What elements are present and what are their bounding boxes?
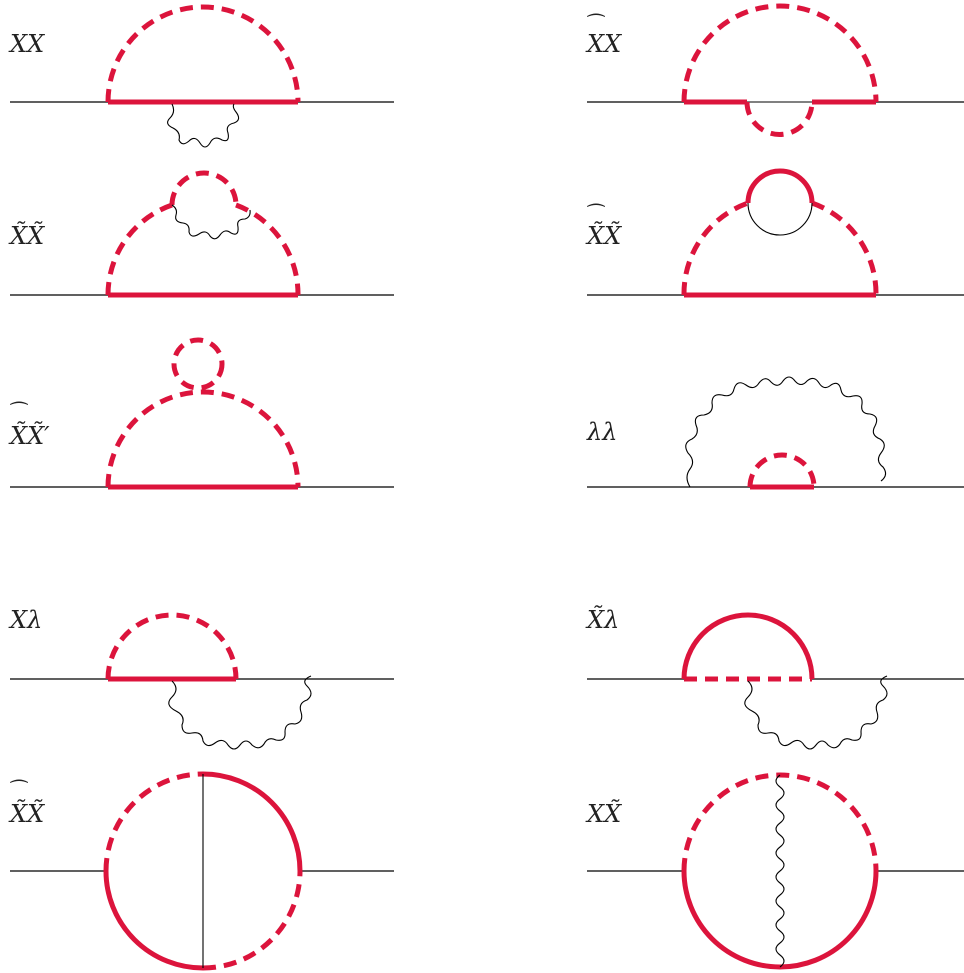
label-lambda-lambda: λλ bbox=[586, 418, 617, 446]
dashed-scalar-arc bbox=[681, 3, 879, 103]
diagram-xx: XX bbox=[8, 4, 394, 148]
gauge-boson-propagator bbox=[775, 774, 785, 968]
dashed-arc-upper-left bbox=[103, 771, 204, 872]
label-xtilde-xtilde-prime: X̃X̃′ bbox=[8, 422, 50, 450]
diagram-xx-wide: XX ⁀ bbox=[585, 3, 964, 137]
diagram-xtilde-xtilde-prime: X̃X̃′ ⁀ bbox=[8, 337, 394, 490]
gauge-boson-loop bbox=[744, 675, 888, 750]
diagram-xtilde-xtilde-wide: X̃X̃ ⁀ bbox=[585, 168, 964, 298]
diagram-x-xtilde-two-loop: XX̃ bbox=[585, 772, 964, 970]
label-xtilde-xtilde: X̃X̃ bbox=[8, 222, 45, 250]
dashed-scalar-arc bbox=[105, 612, 239, 680]
solid-loop-upper bbox=[745, 168, 815, 204]
label-xtilde-xtilde-wide-accent: ⁀ bbox=[587, 203, 605, 227]
solid-fermion-arc bbox=[681, 612, 815, 680]
dashed-arc-left bbox=[105, 202, 173, 296]
dashed-scalar-loop bbox=[169, 170, 239, 206]
gauge-boson-loop bbox=[167, 103, 240, 148]
diagram-x-lambda: Xλ bbox=[8, 606, 394, 750]
dashed-arc-left bbox=[681, 200, 749, 296]
label-x-lambda: Xλ bbox=[8, 606, 42, 634]
gauge-boson-arc bbox=[685, 376, 887, 488]
label-x-xtilde: XX̃ bbox=[585, 800, 622, 828]
dashed-arc-lower-right bbox=[202, 870, 303, 971]
label-xx-wide: XX bbox=[585, 30, 622, 58]
diagram-xtilde-xtilde: X̃X̃ bbox=[8, 170, 394, 298]
dashed-scalar-arc bbox=[105, 389, 301, 488]
label-xtilde-xtilde-two-loop: X̃X̃ bbox=[8, 800, 45, 828]
label-xtilde-xtilde-two-loop-accent: ⁀ bbox=[10, 779, 28, 803]
dashed-scalar-loop bbox=[747, 452, 817, 488]
dashed-tadpole-loop bbox=[171, 337, 225, 391]
gauge-boson-loop bbox=[171, 204, 251, 240]
dashed-arc-right bbox=[811, 200, 879, 296]
label-xtilde-xtilde-wide: X̃X̃ bbox=[585, 222, 622, 250]
label-xtilde-lambda: X̃λ bbox=[585, 606, 619, 634]
dashed-scalar-arc bbox=[105, 4, 301, 103]
solid-loop-lower bbox=[747, 202, 813, 236]
diagram-xtilde-lambda: X̃λ bbox=[585, 606, 964, 750]
label-xtilde-xtilde-prime-accent: ⁀ bbox=[10, 401, 28, 425]
diagram-xtilde-xtilde-two-loop: X̃X̃ ⁀ bbox=[8, 771, 394, 971]
solid-arc-lower-left bbox=[103, 870, 204, 971]
dashed-scalar-loop bbox=[744, 101, 815, 137]
label-xx-wide-accent: ⁀ bbox=[587, 13, 605, 37]
label-xx: XX bbox=[8, 30, 45, 58]
gauge-boson-loop bbox=[168, 675, 312, 750]
solid-arc-upper-right bbox=[202, 771, 303, 872]
diagram-lambda-lambda: λλ bbox=[586, 376, 964, 490]
